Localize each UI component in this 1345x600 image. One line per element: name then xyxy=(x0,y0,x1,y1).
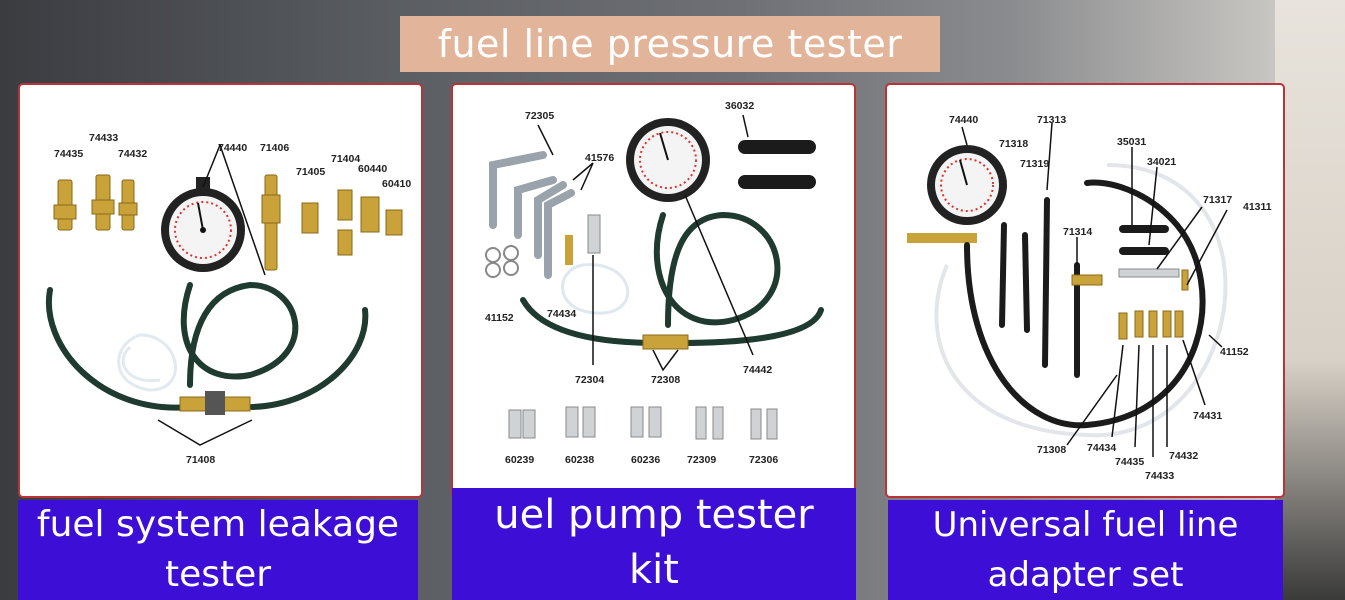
part-label: 71406 xyxy=(260,142,289,154)
fuel-hose xyxy=(520,211,824,346)
clear-tube xyxy=(934,163,1228,438)
part-label: 34021 xyxy=(1147,156,1176,168)
steel-fitting xyxy=(587,214,601,254)
part-label: 74432 xyxy=(118,148,147,160)
part-label: 60236 xyxy=(631,454,660,466)
panel-adapter-set: 74440 71313 71318 71319 35031 34021 7131… xyxy=(885,83,1285,498)
pressure-gauge-icon xyxy=(927,145,1007,225)
part-label: 60238 xyxy=(565,454,594,466)
title-banner: fuel line pressure tester xyxy=(400,16,940,72)
part-label: 74431 xyxy=(1193,410,1222,422)
tee-fitting xyxy=(907,233,977,243)
part-label: 74433 xyxy=(89,132,118,144)
pointer-line xyxy=(537,114,754,372)
part-label: 35031 xyxy=(1117,136,1146,148)
part-label: 41152 xyxy=(1220,346,1249,358)
caption-pump-tester: uel pump tester kit xyxy=(452,488,856,600)
brass-nipple xyxy=(565,235,573,265)
caption-line: uel pump tester xyxy=(494,492,814,538)
part-label: 72309 xyxy=(687,454,716,466)
shutoff-valve xyxy=(205,391,225,415)
brass-fittings xyxy=(53,174,403,271)
caption-line: kit xyxy=(629,547,679,593)
background-wall xyxy=(1275,0,1345,600)
caption-leakage-tester: fuel system leakage tester xyxy=(18,500,418,600)
clear-tube xyxy=(561,263,630,315)
pressure-gauge-icon xyxy=(626,118,710,202)
part-label: 72306 xyxy=(749,454,778,466)
part-label: 71317 xyxy=(1203,194,1232,206)
part-label: 71408 xyxy=(186,454,215,466)
tee-fitting xyxy=(642,334,689,350)
steel-tee xyxy=(1118,268,1180,278)
fuel-hose xyxy=(45,281,369,411)
part-label: 74442 xyxy=(743,364,772,376)
part-label: 74440 xyxy=(949,114,978,126)
caption-line: adapter set xyxy=(987,555,1184,595)
part-label: 74434 xyxy=(547,308,576,320)
black-hoses-short xyxy=(1119,225,1169,255)
clear-tube xyxy=(117,333,177,392)
caption-line: Universal fuel line xyxy=(932,505,1239,545)
pump-tester-illustration: 72305 41576 36032 41152 74434 72304 7230… xyxy=(485,100,824,466)
part-label: 71314 xyxy=(1063,226,1092,238)
part-label: 71313 xyxy=(1037,114,1066,126)
part-label: 74440 xyxy=(218,142,247,154)
part-label: 72308 xyxy=(651,374,680,386)
part-label: 36032 xyxy=(725,100,754,112)
pointer-line xyxy=(157,419,253,446)
caption-adapter-set: Universal fuel line adapter set xyxy=(888,500,1283,600)
fuel-hose xyxy=(964,179,1206,429)
part-label: 41311 xyxy=(1243,201,1272,213)
brass-fittings xyxy=(1071,269,1189,340)
part-label: 60239 xyxy=(505,454,534,466)
black-hoses-short xyxy=(738,140,816,189)
panel-leakage-tester: 74435 74433 74432 74440 71406 71405 7140… xyxy=(18,83,423,498)
leakage-tester-illustration: 74435 74433 74432 74440 71406 71405 7140… xyxy=(45,132,411,466)
part-label: 71405 xyxy=(296,166,325,178)
pointer-line xyxy=(961,122,1228,457)
adapter-fittings xyxy=(508,406,778,440)
elbow-fittings xyxy=(489,151,575,279)
part-label: 71318 xyxy=(999,138,1028,150)
part-label: 72305 xyxy=(525,110,554,122)
part-label: 60410 xyxy=(382,178,411,190)
part-label: 74435 xyxy=(1115,456,1144,468)
part-label: 74432 xyxy=(1169,450,1198,462)
part-label: 71319 xyxy=(1020,158,1049,170)
pointer-line xyxy=(202,144,266,276)
panel-pump-tester: 72305 41576 36032 41152 74434 72304 7230… xyxy=(451,83,856,498)
part-label: 74435 xyxy=(54,148,83,160)
part-label: 74434 xyxy=(1087,442,1116,454)
adapter-set-illustration: 74440 71313 71318 71319 35031 34021 7131… xyxy=(907,114,1272,482)
part-label: 71308 xyxy=(1037,444,1066,456)
caption-line: tester xyxy=(164,554,272,595)
hose-clamps xyxy=(485,245,519,278)
part-label: 41576 xyxy=(585,152,614,164)
part-label: 60440 xyxy=(358,163,387,175)
page-title: fuel line pressure tester xyxy=(437,22,903,66)
pressure-gauge-icon xyxy=(161,177,245,272)
part-label: 72304 xyxy=(575,374,604,386)
part-label: 71404 xyxy=(331,153,360,165)
caption-line: fuel system leakage xyxy=(36,504,400,545)
part-label: 74433 xyxy=(1145,470,1174,482)
part-label: 41152 xyxy=(485,312,514,324)
